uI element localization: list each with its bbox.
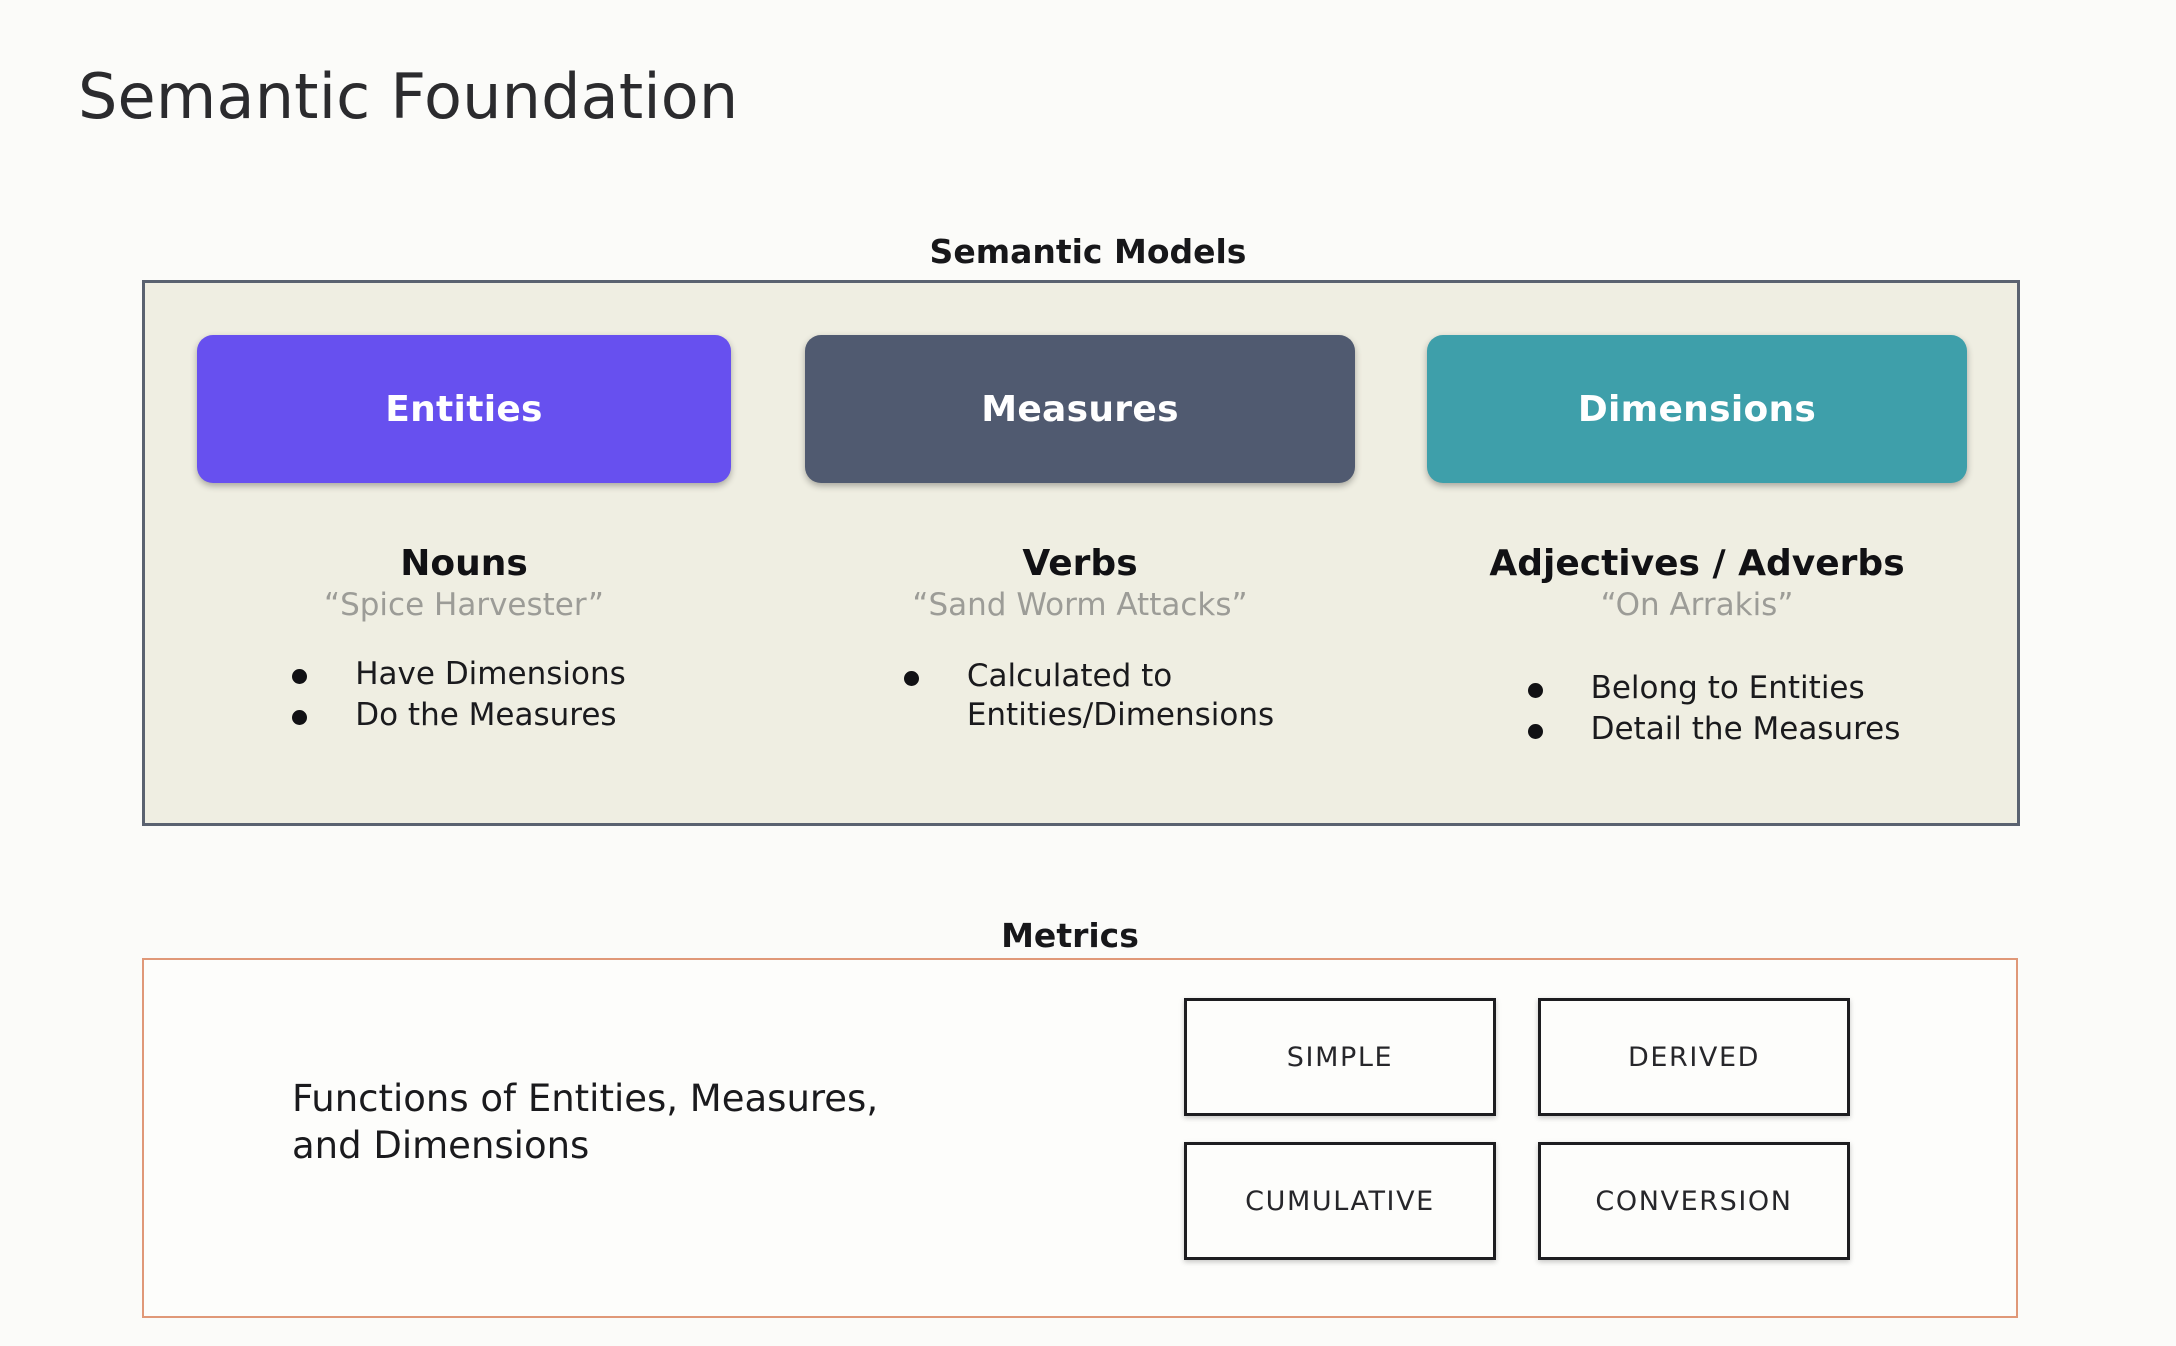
- semantic-models-section-label: Semantic Models: [929, 232, 1247, 271]
- metric-type-label: DERIVED: [1627, 1041, 1761, 1073]
- dimensions-example: “On Arrakis”: [1600, 586, 1794, 623]
- semantic-model-column-entities: Entities Nouns “Spice Harvester” Have Di…: [187, 283, 783, 823]
- metric-type-conversion[interactable]: CONVERSION: [1538, 1142, 1850, 1260]
- list-item: Belong to Entities: [1527, 669, 1865, 708]
- entities-pill[interactable]: Entities: [197, 335, 731, 483]
- semantic-model-column-dimensions: Dimensions Adjectives / Adverbs “On Arra…: [1379, 283, 1975, 823]
- metrics-section-label: Metrics: [1001, 916, 1139, 955]
- bullet-dot-icon: [1527, 724, 1543, 740]
- bullet-dot-icon: [292, 710, 308, 726]
- bullet-dot-icon: [1527, 683, 1543, 699]
- list-item: Detail the Measures: [1527, 710, 1901, 749]
- measures-pill[interactable]: Measures: [805, 335, 1355, 483]
- metric-type-label: CONVERSION: [1595, 1185, 1793, 1217]
- dimensions-part-of-speech: Adjectives / Adverbs: [1489, 543, 1905, 584]
- entities-part-of-speech: Nouns: [400, 543, 528, 584]
- dimensions-pill[interactable]: Dimensions: [1427, 335, 1967, 483]
- metrics-description: Functions of Entities, Measures, and Dim…: [292, 1077, 879, 1167]
- list-item: Have Dimensions: [292, 655, 626, 694]
- list-item: Calculated to Entities/Dimensions: [903, 657, 1275, 735]
- measures-bullet-list: Calculated to Entities/Dimensions: [903, 657, 1275, 737]
- list-item-label: Calculated to Entities/Dimensions: [966, 658, 1275, 734]
- list-item-label: Belong to Entities: [1590, 670, 1865, 707]
- entities-example: “Spice Harvester”: [324, 586, 604, 623]
- bullet-dot-icon: [903, 671, 919, 687]
- metric-type-label: SIMPLE: [1286, 1041, 1394, 1073]
- page-title: Semantic Foundation: [78, 60, 739, 133]
- semantic-models-panel: Entities Nouns “Spice Harvester” Have Di…: [142, 280, 2020, 826]
- entities-pill-label: Entities: [385, 388, 543, 430]
- list-item-label: Do the Measures: [355, 697, 617, 734]
- dimensions-bullet-list: Belong to Entities Detail the Measures: [1527, 669, 1901, 751]
- metric-type-derived[interactable]: DERIVED: [1538, 998, 1850, 1116]
- dimensions-pill-label: Dimensions: [1577, 388, 1817, 430]
- measures-part-of-speech: Verbs: [1022, 543, 1138, 584]
- measures-pill-label: Measures: [981, 388, 1179, 430]
- semantic-models-grid: Entities Nouns “Spice Harvester” Have Di…: [145, 283, 2017, 823]
- metric-type-simple[interactable]: SIMPLE: [1184, 998, 1496, 1116]
- metrics-panel: Functions of Entities, Measures, and Dim…: [142, 958, 2018, 1318]
- metric-type-cumulative[interactable]: CUMULATIVE: [1184, 1142, 1496, 1260]
- list-item: Do the Measures: [292, 696, 617, 735]
- semantic-model-column-measures: Measures Verbs “Sand Worm Attacks” Calcu…: [783, 283, 1379, 823]
- measures-example: “Sand Worm Attacks”: [912, 586, 1248, 623]
- bullet-dot-icon: [292, 669, 308, 685]
- metric-type-grid: SIMPLE DERIVED CUMULATIVE CONVERSION: [1184, 998, 1850, 1260]
- list-item-label: Detail the Measures: [1590, 711, 1901, 748]
- entities-bullet-list: Have Dimensions Do the Measures: [292, 655, 626, 737]
- metric-type-label: CUMULATIVE: [1245, 1185, 1435, 1217]
- list-item-label: Have Dimensions: [355, 656, 626, 693]
